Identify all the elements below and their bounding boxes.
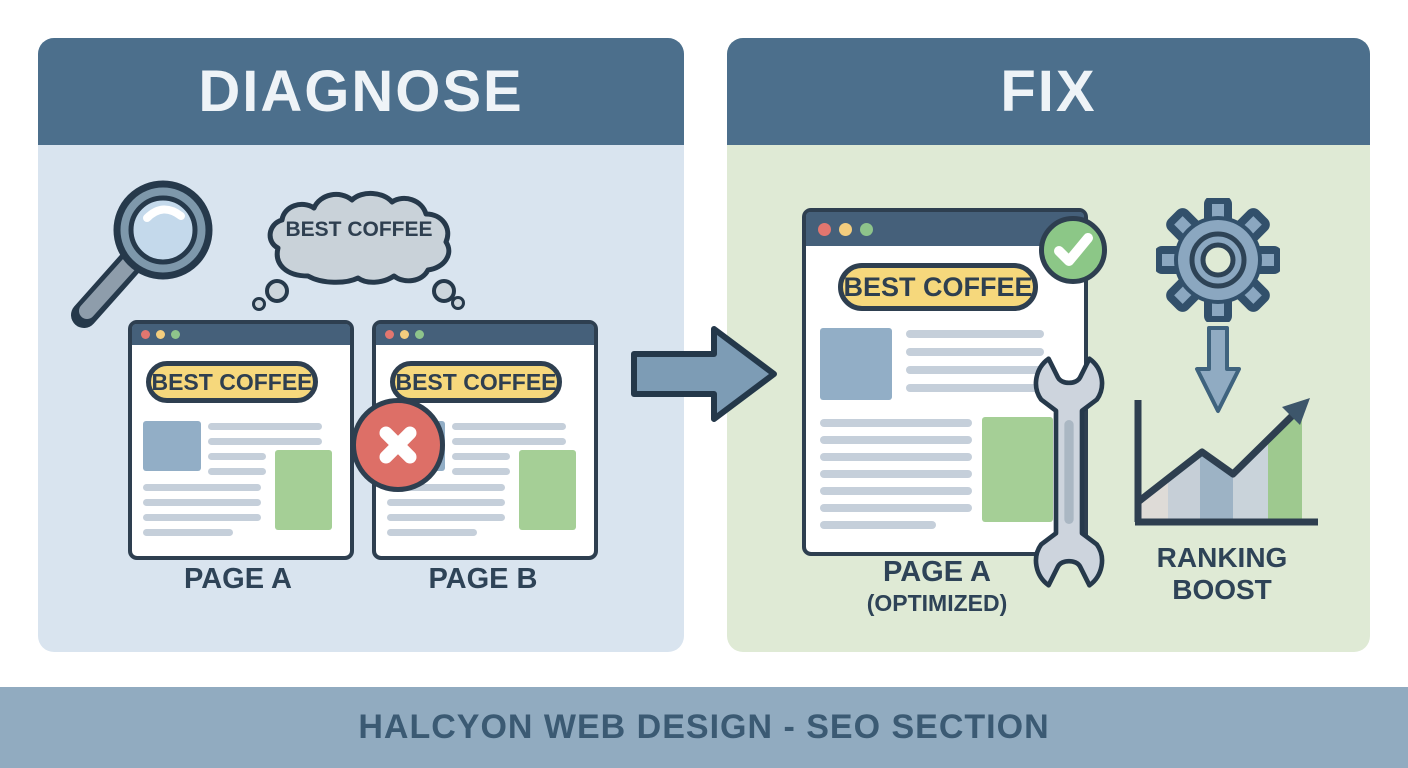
ranking-boost-caption-line2: BOOST (1172, 574, 1272, 605)
optimized-page-window: BEST COFFEE (802, 208, 1088, 556)
page-b-caption: PAGE B (428, 563, 538, 595)
page-a-image-placeholder-green (275, 450, 332, 530)
checkmark-icon (1039, 216, 1107, 284)
gear-icon (1156, 198, 1280, 322)
text-line (452, 438, 566, 445)
page-b-image-placeholder-green (519, 450, 576, 530)
window-dot-red (818, 222, 831, 236)
wrench-icon (1033, 356, 1105, 588)
arrow-right-icon (631, 326, 777, 422)
window-dot-green (415, 330, 424, 339)
diagnose-header: DIAGNOSE (38, 38, 684, 145)
optimized-page-subcaption: (OPTIMIZED) (866, 590, 1008, 616)
text-line (820, 436, 972, 444)
text-line (820, 470, 972, 478)
thought-cloud-text: BEST COFFEE (285, 218, 433, 241)
window-dot-yellow (156, 330, 165, 339)
text-line (387, 484, 505, 491)
text-line (820, 453, 972, 461)
text-line (143, 499, 261, 506)
diagnose-title: DIAGNOSE (198, 59, 524, 124)
page-b-keyword-text: BEST COFFEE (395, 368, 557, 395)
text-line (820, 419, 972, 427)
window-dot-green (171, 330, 180, 339)
text-line (906, 348, 1044, 356)
page-a-keyword-pill: BEST COFFEE (146, 361, 318, 403)
ranking-chart-icon (1134, 398, 1318, 526)
window-dot-yellow (400, 330, 409, 339)
window-dot-green (860, 222, 873, 236)
cloud-bubble-left-small (252, 297, 266, 311)
fix-title: FIX (1000, 59, 1097, 124)
text-line (387, 499, 505, 506)
text-line (208, 468, 266, 475)
window-dot-yellow (839, 222, 852, 236)
text-line (452, 468, 510, 475)
fix-panel: FIX BEST COFFEE (727, 38, 1370, 652)
diagnose-panel: DIAGNOSE BEST COFFEE BEST COFFEE (38, 38, 684, 652)
page-a-image-placeholder (143, 421, 201, 471)
optimized-page-caption: PAGE A (883, 556, 991, 588)
text-line (906, 366, 1044, 374)
footer-text: HALCYON WEB DESIGN - SEO SECTION (358, 708, 1050, 746)
fix-header: FIX (727, 38, 1370, 145)
page-a-window: BEST COFFEE (128, 320, 354, 560)
text-line (208, 423, 322, 430)
footer-bar: HALCYON WEB DESIGN - SEO SECTION (0, 687, 1408, 768)
page-b-keyword-pill: BEST COFFEE (390, 361, 562, 403)
text-line (143, 514, 261, 521)
page-b-titlebar (376, 324, 594, 345)
text-line (387, 514, 505, 521)
text-line (387, 529, 477, 536)
window-dot-red (141, 330, 150, 339)
text-line (820, 521, 936, 529)
text-line (208, 453, 266, 460)
text-line (452, 423, 566, 430)
page-a-keyword-text: BEST COFFEE (151, 368, 313, 395)
text-line (208, 438, 322, 445)
optimized-keyword-pill: BEST COFFEE (838, 263, 1038, 311)
text-line (906, 384, 1044, 392)
optimized-keyword-text: BEST COFFEE (843, 271, 1033, 302)
ranking-boost-caption-line1: RANKING (1156, 542, 1288, 573)
text-line (820, 504, 972, 512)
thought-cloud: BEST COFFEE (260, 188, 458, 290)
text-line (143, 484, 261, 491)
text-line (906, 330, 1044, 338)
arrow-down-icon (1195, 326, 1241, 413)
error-x-icon (351, 398, 445, 492)
text-line (143, 529, 233, 536)
window-dot-red (385, 330, 394, 339)
optimized-image-placeholder-green (982, 417, 1053, 522)
cloud-bubble-right-small (451, 296, 465, 310)
page-a-caption: PAGE A (184, 563, 292, 595)
text-line (820, 487, 972, 495)
optimized-image-placeholder (820, 328, 892, 400)
optimized-page-titlebar (806, 212, 1084, 246)
text-line (452, 453, 510, 460)
cloud-bubble-left-large (265, 279, 289, 303)
magnifier-icon (71, 180, 213, 328)
thought-cloud-shape (267, 191, 452, 285)
page-a-titlebar (132, 324, 350, 345)
